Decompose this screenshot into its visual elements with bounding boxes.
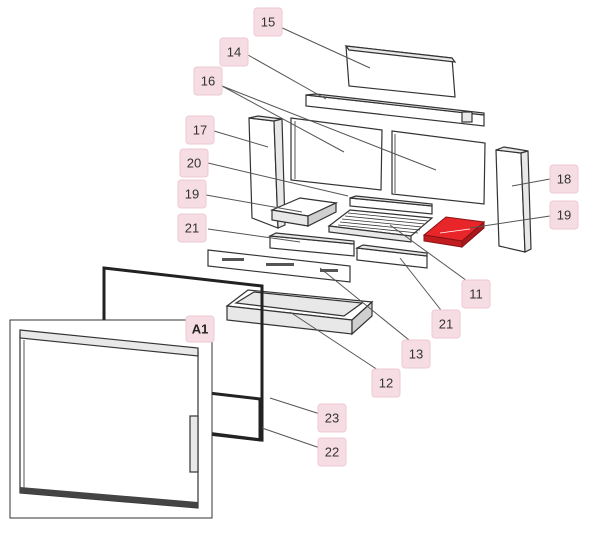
- callout-19-right: 19: [549, 200, 579, 230]
- callout-23: 23: [317, 403, 347, 433]
- callout-17: 17: [185, 115, 215, 145]
- part-14-support-bar[interactable]: [305, 93, 485, 127]
- callout-20-label: 20: [187, 156, 201, 171]
- callout-18-label: 18: [557, 172, 571, 187]
- callout-11: 11: [461, 279, 491, 309]
- callout-21-left-label: 21: [185, 221, 199, 236]
- leader-lines: [205, 25, 551, 449]
- callout-17-label: 17: [193, 123, 207, 138]
- callout-19-left: 19: [177, 179, 207, 209]
- callout-15-label: 15: [261, 15, 275, 30]
- callout-22: 22: [317, 437, 347, 467]
- callout-21-right: 21: [431, 309, 461, 339]
- part-12-ash-pan[interactable]: [225, 289, 374, 336]
- callout-14: 14: [219, 37, 249, 67]
- assembly-a1-label: A1: [192, 322, 209, 337]
- part-11-grate[interactable]: [327, 209, 434, 243]
- callout-19-right-label: 19: [557, 208, 571, 223]
- part-17-left-side-liner[interactable]: [248, 115, 286, 229]
- callout-12-label: 12: [379, 376, 393, 391]
- callout-23-label: 23: [325, 411, 339, 426]
- callout-15: 15: [253, 7, 283, 37]
- part-16-back-liner-left[interactable]: [290, 117, 383, 191]
- callout-13-label: 13: [409, 347, 423, 362]
- part-19-floor-brick-left[interactable]: [269, 197, 339, 227]
- callout-19-left-label: 19: [185, 187, 199, 202]
- callout-16-label: 16: [201, 74, 215, 89]
- callout-22-label: 22: [325, 445, 339, 460]
- callout-21-right-label: 21: [439, 317, 453, 332]
- part-19-floor-brick-right-highlighted[interactable]: [422, 216, 486, 249]
- part-21-brick-left[interactable]: [267, 232, 355, 257]
- part-15-baffle-plate[interactable]: [344, 45, 457, 98]
- callout-11-label: 11: [469, 287, 483, 302]
- part-23-glass-gasket[interactable]: [199, 390, 262, 442]
- part-21-brick-right[interactable]: [354, 244, 428, 269]
- callout-12: 12: [371, 368, 401, 398]
- callout-20: 20: [179, 148, 209, 178]
- part-16-back-liner-right[interactable]: [391, 130, 486, 205]
- part-18-right-side-liner[interactable]: [495, 146, 532, 253]
- callout-14-label: 14: [227, 45, 241, 60]
- callout-16: 16: [193, 66, 223, 96]
- callout-21-left: 21: [177, 213, 207, 243]
- callout-13: 13: [401, 339, 431, 369]
- part-a1-door[interactable]: [19, 329, 199, 509]
- part-20-front-ledge[interactable]: [349, 195, 433, 215]
- callout-a1: A1: [185, 315, 215, 343]
- callout-18: 18: [549, 164, 579, 194]
- part-13-air-deflector[interactable]: [207, 249, 351, 283]
